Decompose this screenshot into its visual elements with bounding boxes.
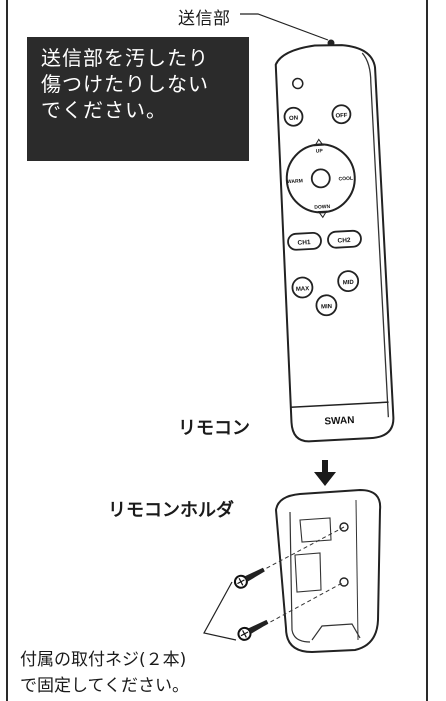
warning-line-1: 送信部を汚したり bbox=[41, 46, 209, 70]
mid-button bbox=[337, 270, 360, 293]
off-button bbox=[331, 104, 352, 125]
mid-label: MID bbox=[343, 280, 355, 287]
power-icon bbox=[292, 77, 304, 90]
min-button bbox=[315, 294, 338, 317]
down-arrow-icon bbox=[314, 460, 336, 486]
mounting-instruction: 付属の取付ネジ(２本) で固定してください。 bbox=[20, 647, 189, 699]
down-label: DOWN bbox=[314, 204, 331, 211]
screw-leader-lines bbox=[203, 581, 237, 641]
ch2-button bbox=[327, 229, 362, 249]
transmitter-leader-line bbox=[240, 13, 329, 41]
screw-icon-lower bbox=[237, 619, 269, 641]
screw-icon-upper bbox=[233, 567, 265, 589]
frame-border-right bbox=[426, 0, 428, 701]
ch2-label: CH2 bbox=[337, 237, 351, 245]
brand-label: SWAN bbox=[324, 415, 355, 428]
warning-line-3: でください。 bbox=[41, 98, 167, 122]
instruction-line-2: で固定してください。 bbox=[20, 676, 189, 696]
remote-holder bbox=[274, 488, 382, 654]
frame-border-left bbox=[6, 0, 8, 701]
transmitter-label: 送信部 bbox=[178, 9, 231, 29]
max-label: MAX bbox=[296, 286, 310, 293]
on-button-label: ON bbox=[289, 116, 298, 122]
remote-control bbox=[274, 44, 395, 443]
center-button bbox=[310, 168, 331, 189]
warning-box: 送信部を汚したり 傷つけたりしない でください。 bbox=[27, 37, 249, 161]
up-label: UP bbox=[316, 148, 324, 154]
remote-label: リモコン bbox=[178, 418, 250, 439]
cool-label: COOL bbox=[338, 176, 353, 183]
ch1-button bbox=[287, 231, 322, 251]
min-label: MIN bbox=[321, 304, 332, 311]
warning-line-2: 傷つけたりしない bbox=[41, 72, 209, 96]
holder-label: リモコンホルダ bbox=[108, 500, 234, 521]
on-button bbox=[283, 106, 304, 127]
instruction-line-1: 付属の取付ネジ(２本) bbox=[20, 650, 187, 670]
warm-label: WARM bbox=[287, 178, 303, 185]
off-button-label: OFF bbox=[335, 113, 348, 120]
max-button bbox=[291, 276, 314, 299]
ch1-label: CH1 bbox=[297, 239, 311, 247]
